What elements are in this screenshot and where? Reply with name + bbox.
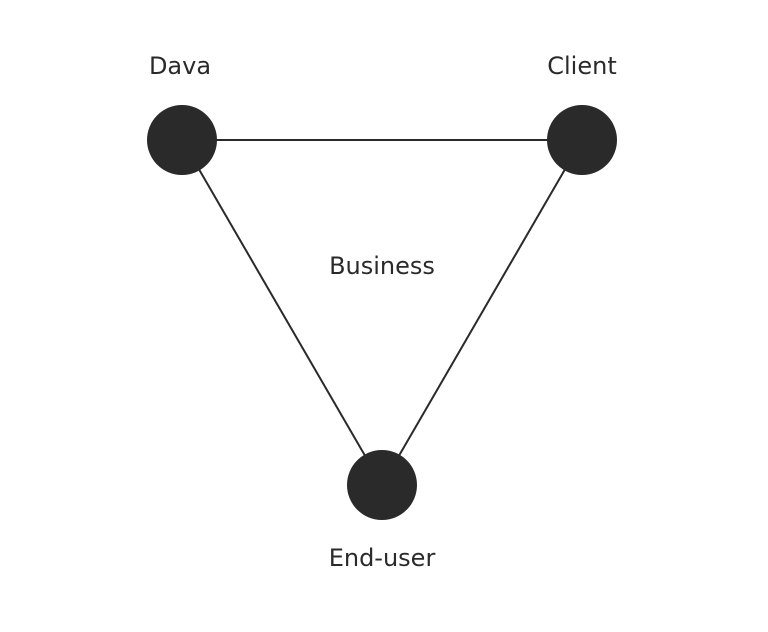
node-client bbox=[547, 105, 617, 175]
label-client: Client bbox=[547, 52, 616, 80]
edge-client-end-user bbox=[381, 139, 583, 486]
node-end-user bbox=[347, 450, 417, 520]
node-dava bbox=[147, 105, 217, 175]
label-business: Business bbox=[329, 252, 435, 280]
edge-dava-end-user bbox=[181, 139, 383, 486]
label-end-user: End-user bbox=[329, 544, 436, 572]
label-dava: Dava bbox=[149, 52, 211, 80]
